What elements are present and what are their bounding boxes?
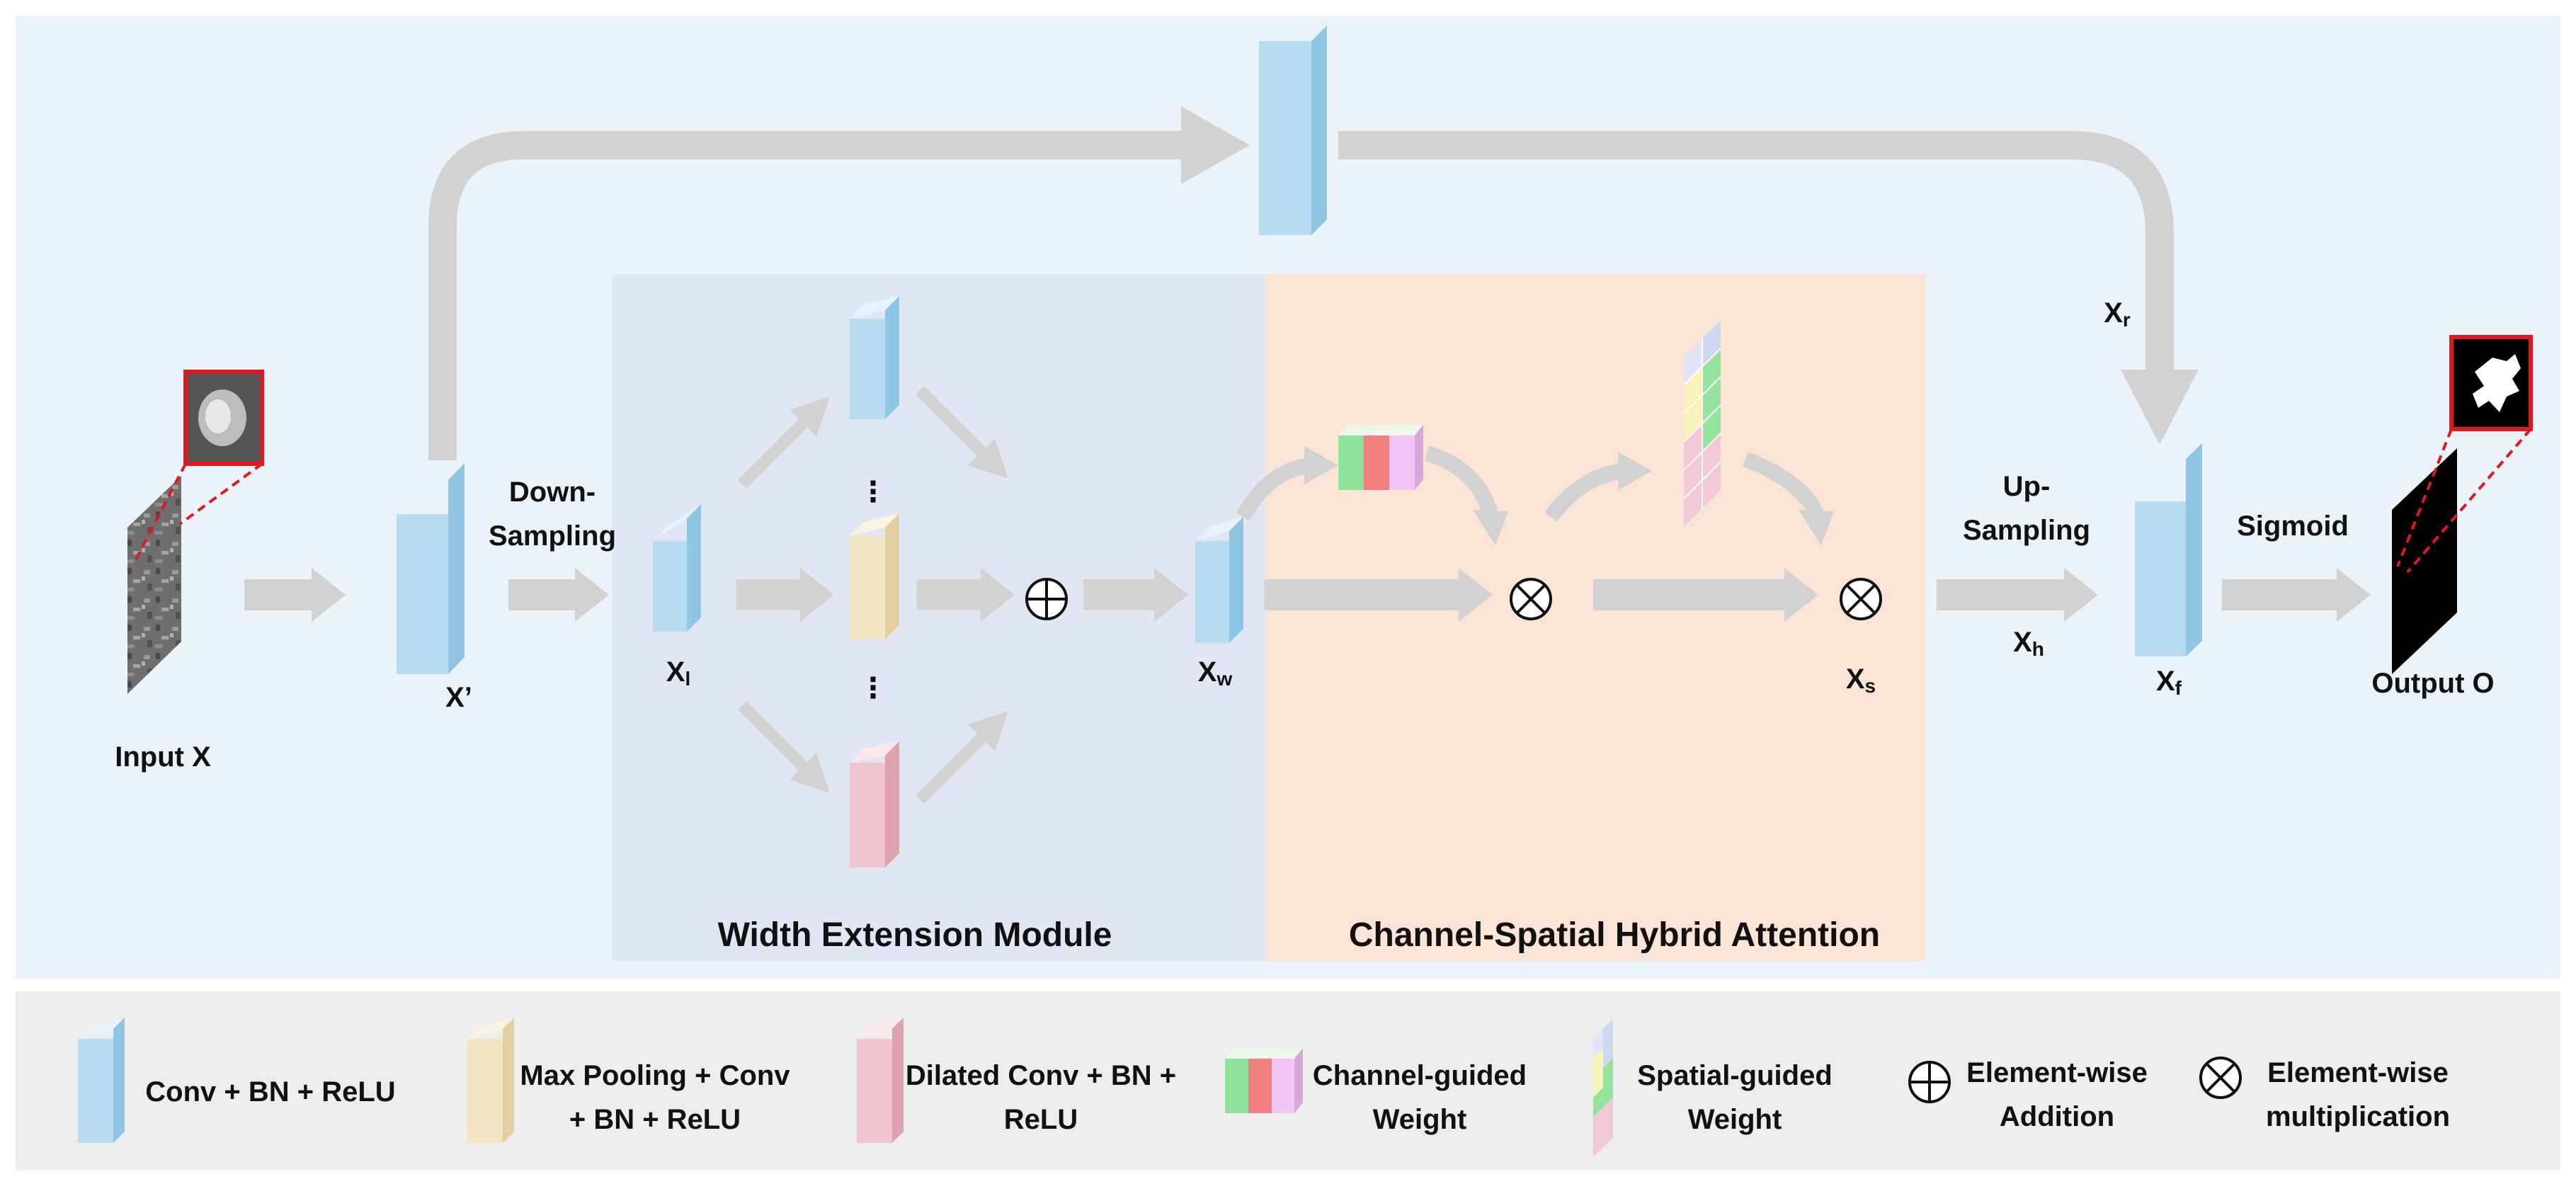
legend-item-maxpool: Max Pooling + Conv + BN + ReLU [467,1018,790,1143]
arrow-mult1-to-mult2 [1593,568,1818,622]
xprime-conv-block [397,463,465,674]
legend-label-dilated-line2: ReLU [1004,1104,1078,1135]
element-wise-multiplication-op-2 [1840,578,1882,620]
hybrid-attention-title: Channel-Spatial Hybrid Attention [1349,916,1880,954]
xr-label: Xr [2104,297,2131,331]
branch-conv-block [850,296,899,419]
arrow-sigmoid [2222,568,2371,622]
legend-label-conv: Conv + BN + ReLU [145,1076,395,1108]
spatial-guided-weight-block [1683,320,1721,527]
input-image [127,370,264,694]
legend-label-dilated-line1: Dilated Conv + BN + [906,1060,1176,1091]
legend-item-addition: Element-wise Addition [1908,1057,2148,1132]
legend-label-addition-line1: Element-wise [1966,1057,2148,1088]
input-label: Input X [115,741,211,773]
legend-label-addition-line2: Addition [2000,1101,2114,1132]
skip-return-path [1338,131,2174,382]
legend-label-multiplication-line1: Element-wise [2267,1057,2449,1088]
xh-label: Xh [2013,627,2044,660]
legend-label-spatial-line2: Weight [1688,1104,1782,1135]
output-label: Output O [2371,668,2494,699]
legend-label-channel-line1: Channel-guided [1313,1060,1527,1091]
arrow-xl-to-middle [736,568,834,622]
xw-conv-block [1195,517,1243,643]
up-sampling-label-line1: Up- [2003,471,2051,502]
element-wise-addition-op [1025,578,1068,620]
down-sampling-label-line2: Sampling [489,520,616,552]
sigmoid-label: Sigmoid [2237,511,2349,542]
legend-label-maxpool-line2: + BN + ReLU [569,1104,741,1135]
width-extension-module-region [612,274,1265,961]
xl-conv-block [653,504,701,632]
skip-connection-path [428,131,1197,460]
arrow-middle-to-add [917,568,1015,622]
arrow-add-to-xw [1083,568,1188,622]
arrow-top-branch-to-add [916,386,1008,479]
main-flow-arrows [244,568,2371,622]
arrow-xl-to-top-branch [738,397,830,489]
arrow-upsampling [1937,568,2098,622]
arrow-bottom-branch-to-add [916,711,1008,804]
legend-item-multiplication: Element-wise multiplication [2199,1057,2450,1132]
up-sampling-label-line2: Sampling [1963,515,2090,546]
legend-label-maxpool-line1: Max Pooling + Conv [520,1060,790,1091]
arrow-input-to-xprime [244,568,346,622]
hybrid-attention-region [1265,274,1925,961]
branch-ellipsis-lower: ⋮ [859,673,887,704]
output-image [2392,335,2533,674]
down-sampling-label-line1: Down- [509,477,595,508]
width-extension-module-title: Width Extension Module [718,916,1112,954]
legend: Conv + BN + ReLU Max Pooling + Conv + BN… [78,1018,2450,1157]
branch-dilated-block [850,741,899,867]
element-wise-multiplication-op-1 [1510,578,1552,620]
branch-arrows [738,386,1008,804]
branch-maxpool-block [850,513,899,639]
arrow-downsampling [508,568,609,622]
xl-label: Xl [666,656,690,690]
legend-label-spatial-line1: Spatial-guided [1637,1060,1833,1091]
xf-conv-block [2135,443,2202,656]
skip-arrowhead-down [2121,370,2199,445]
legend-item-spatial: Spatial-guided Weight [1593,1018,1833,1157]
legend-item-conv: Conv + BN + ReLU [78,1018,396,1143]
xf-label: Xf [2156,666,2182,699]
xw-label: Xw [1198,656,1233,690]
top-conv-block [1259,25,1327,235]
arrow-xw-to-mult1 [1264,568,1493,622]
arrow-xl-to-bottom-branch [738,701,830,793]
legend-item-channel: Channel-guided Weight [1225,1048,1527,1135]
x-prime-label: X’ [445,682,472,713]
xs-label: Xs [1846,664,1876,697]
channel-guided-weight-block [1338,425,1423,490]
branch-ellipsis-upper: ⋮ [859,477,887,508]
legend-label-channel-line2: Weight [1373,1104,1467,1135]
legend-label-multiplication-line2: multiplication [2266,1101,2450,1132]
legend-item-dilated: Dilated Conv + BN + ReLU [857,1018,1176,1143]
attention-curved-arrows [1236,445,1834,545]
skip-arrowhead-right [1181,106,1250,184]
